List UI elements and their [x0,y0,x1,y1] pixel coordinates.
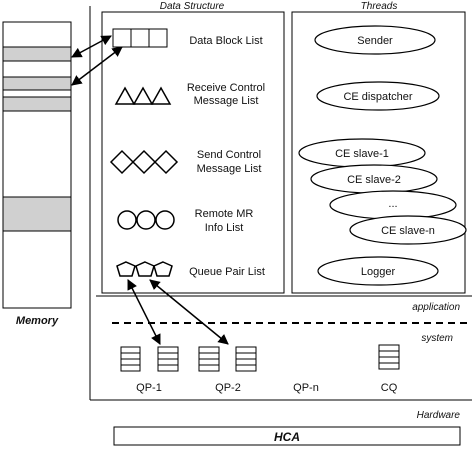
remote-mr-label-1: Remote MR [195,208,254,220]
ce-dispatcher-thread [316,81,440,111]
qp1-send-stack-icon [120,346,141,372]
hca-bar [113,426,461,446]
memory-block [2,21,72,309]
hca-label: HCA [274,430,300,444]
ce-slave-n-thread [349,215,467,245]
threads-header: Threads [361,1,398,12]
ce-slave-n-label: CE slave-n [381,225,435,237]
ce-dispatcher-label: CE dispatcher [343,91,412,103]
qp2-label: QP-2 [215,382,241,394]
send-control-label-1: Send Control [197,149,261,161]
memory-label: Memory [16,315,59,327]
squares-row-icon [112,28,168,48]
pentagons-row-icon [116,261,173,277]
receive-control-label-1: Receive Control [187,82,265,94]
qp2-send-stack-icon [198,346,220,372]
qpn-label: QP-n [293,382,319,394]
sender-thread [314,25,436,55]
arrow-memory-to-block2 [71,46,123,86]
memory-region-2 [2,76,72,91]
arrow-memory-to-block1 [71,35,112,58]
arrow-qplist-to-qp2 [149,279,229,345]
qp1-recv-stack-icon [157,346,179,372]
ce-slave-1-label: CE slave-1 [335,148,389,160]
data-block-list-label: Data Block List [189,35,262,47]
logger-thread [317,256,439,286]
system-layer-label: system [421,333,453,344]
memory-region-3 [2,96,72,112]
circles-row-icon [117,210,175,230]
arrow-qplist-to-qp1 [127,279,161,345]
threads-box [291,11,466,294]
logger-label: Logger [361,266,396,278]
queue-pair-list-label: Queue Pair List [189,266,265,278]
ce-slave-2-label: CE slave-2 [347,174,401,186]
qp1-label: QP-1 [136,382,162,394]
send-control-label-2: Message List [197,163,262,175]
data-structure-header: Data Structure [160,1,225,12]
memory-region-1 [2,46,72,62]
diamonds-row-icon [109,149,179,175]
qp2-recv-stack-icon [235,346,257,372]
hardware-layer-label: Hardware [417,410,461,421]
remote-mr-label-2: Info List [205,222,244,234]
triangles-row-icon [114,86,172,105]
sender-thread-label: Sender [357,35,393,47]
receive-control-label-2: Message List [194,95,259,107]
application-layer-label: application [412,302,460,313]
cq-label: CQ [381,382,398,394]
cq-stack-icon [378,344,400,370]
memory-region-4 [2,196,72,232]
ce-slave-ellipsis-label: ... [388,198,397,210]
